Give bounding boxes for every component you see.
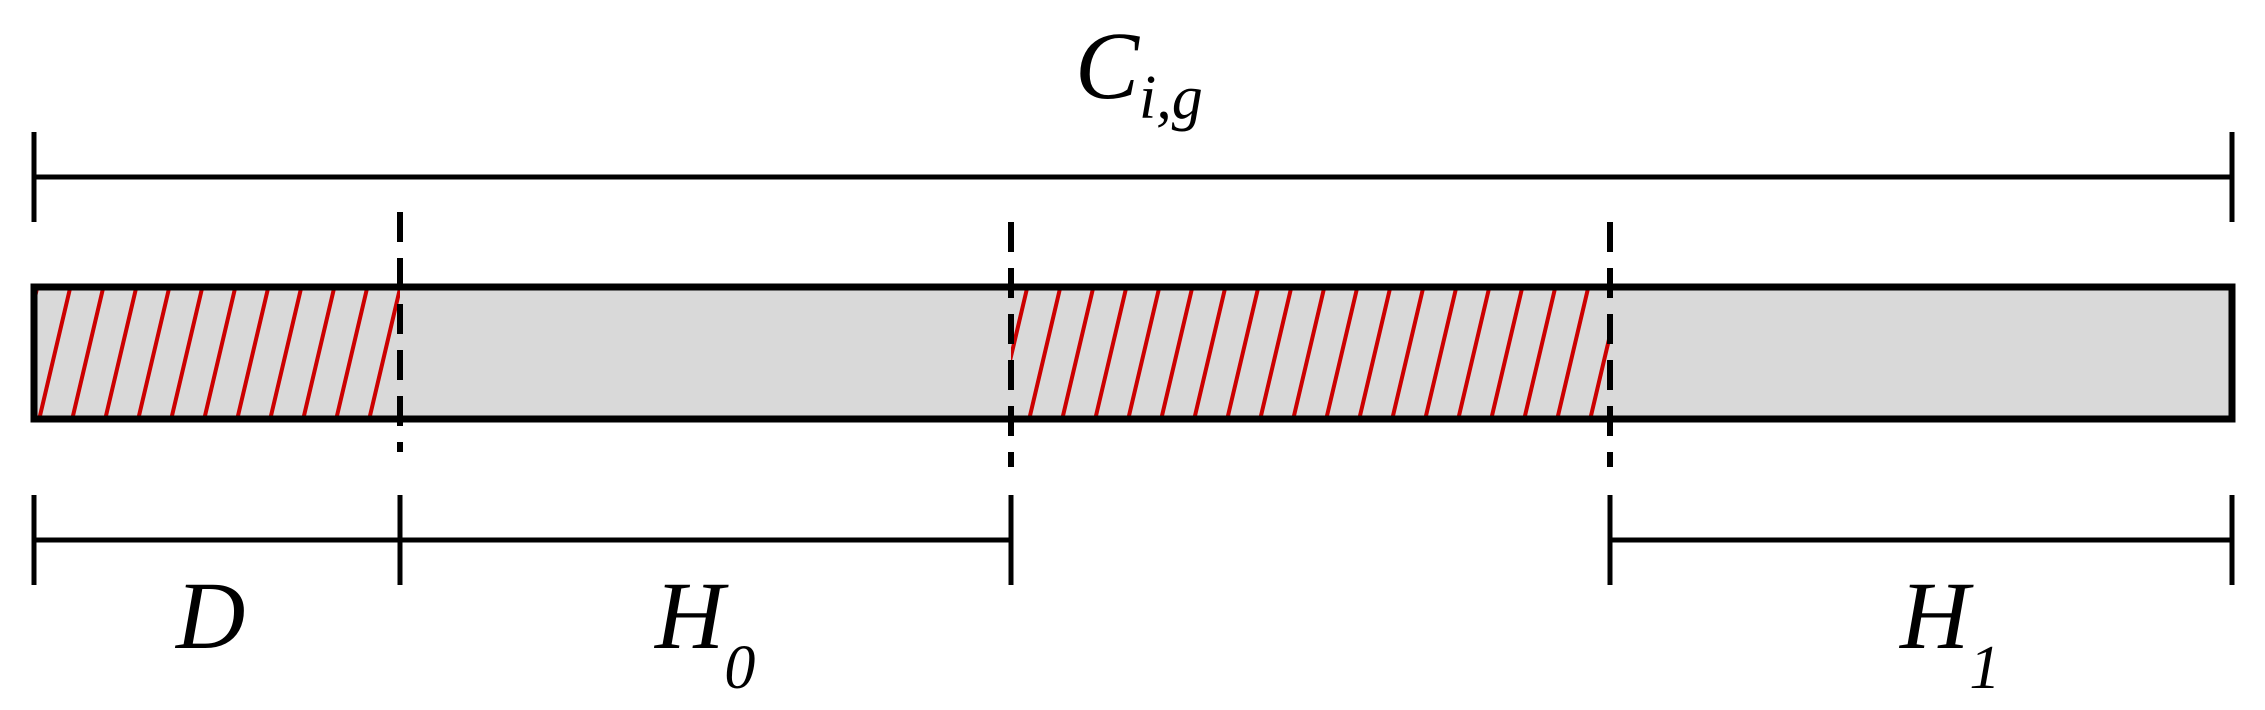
label-h1-sub: 1 [1969, 634, 2000, 702]
label-total-sub: i,g [1139, 64, 1203, 132]
label-h1-main: H [1898, 562, 1974, 669]
label-h0-main: H [653, 562, 729, 669]
cycle-bar [30, 283, 2236, 423]
h0-span-dimension [400, 495, 1014, 585]
label-total-main: C [1075, 12, 1140, 119]
hatched-segment-middle [1011, 287, 1610, 419]
label-d-span: D [174, 562, 245, 669]
total-span-dimension [31, 132, 2235, 222]
label-h0-span: H0 [653, 562, 755, 702]
label-h0-sub: 0 [724, 634, 755, 702]
bar-outline [30, 283, 2236, 423]
segment-boundaries [397, 212, 1613, 467]
hatched-segment-d [34, 287, 400, 419]
label-total-span: Ci,g [1075, 12, 1203, 132]
label-h1-span: H1 [1898, 562, 2000, 702]
h1-span-dimension [1607, 495, 2235, 585]
